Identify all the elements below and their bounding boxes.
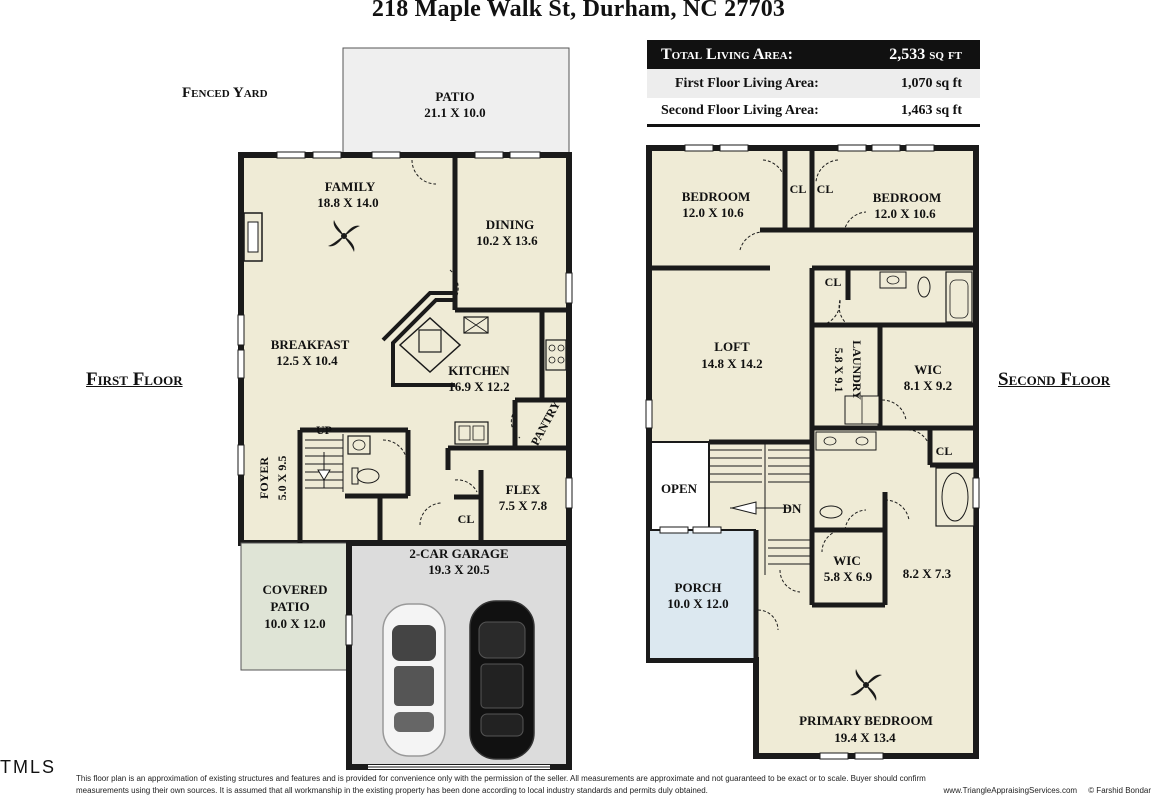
second-floor-area-row: Second Floor Living Area: 1,463 sq ft — [647, 98, 980, 127]
total-area-row: Total Living Area: 2,533 sq ft — [647, 40, 980, 69]
bedroom-b-size: 12.0 X 10.6 — [874, 206, 936, 221]
second-floor-area-label: Second Floor Living Area: — [661, 103, 819, 118]
family-size: 18.8 X 14.0 — [317, 195, 378, 210]
down-label: DN — [783, 501, 802, 516]
total-area-label: Total Living Area: — [661, 45, 793, 63]
patio-label: PATIO — [435, 89, 474, 104]
open-label: OPEN — [661, 481, 698, 496]
flex-size: 7.5 X 7.8 — [499, 498, 548, 513]
kitchen-label: KITCHEN — [448, 363, 510, 378]
garage-label: 2-CAR GARAGE — [409, 546, 508, 561]
patio-area — [342, 47, 570, 156]
foyer-label: FOYER — [257, 457, 271, 499]
breakfast-label: BREAKFAST — [271, 337, 350, 352]
car-white-icon — [382, 603, 446, 757]
disclaimer-footer: This floor plan is an approximation of e… — [76, 773, 1151, 797]
bedroom-b-label: BEDROOM — [873, 190, 942, 205]
loft-label: LOFT — [714, 339, 750, 354]
second-floor-area-value: 1,463 sq ft — [900, 103, 962, 118]
garage-size: 19.3 X 20.5 — [428, 562, 490, 577]
family-label: FAMILY — [325, 179, 376, 194]
foyer-size: 5.0 X 9.5 — [275, 456, 289, 501]
porch-label: PORCH — [675, 580, 722, 595]
wic-size: 8.1 X 9.2 — [904, 378, 952, 393]
total-area-value: 2,533 sq ft — [889, 45, 962, 63]
closet-c-label: CL — [825, 275, 842, 289]
website-link[interactable]: www.TriangleAppraisingServices.com — [943, 786, 1078, 795]
dining-label: DINING — [486, 217, 534, 232]
patio-size: 21.1 X 10.0 — [424, 105, 485, 120]
wic-label: WIC — [914, 362, 941, 377]
open-area — [650, 441, 710, 531]
primary-bedroom-size: 19.4 X 13.4 — [834, 730, 896, 745]
first-floor-area-row: First Floor Living Area: 1,070 sq ft — [647, 69, 980, 98]
kitchen-size: 16.9 X 12.2 — [448, 379, 509, 394]
disclaimer-line-2: measurements using their own sources. It… — [76, 786, 708, 795]
ceiling-fan-icon — [328, 220, 360, 252]
covered-patio-label-2: PATIO — [270, 599, 309, 614]
laundry-size: 5.8 X 9.1 — [832, 348, 846, 393]
wic2-label: WIC — [833, 553, 860, 568]
living-area-table: Total Living Area: 2,533 sq ft First Flo… — [647, 40, 980, 127]
first-floor-area-label: First Floor Living Area: — [675, 75, 819, 91]
closet-b-label: CL — [817, 182, 834, 196]
second-floor-plan: BEDROOM 12.0 X 10.6 BEDROOM 12.0 X 10.6 … — [645, 144, 980, 760]
closet-a-label: CL — [790, 182, 807, 196]
loft-size: 14.8 X 14.2 — [701, 356, 762, 371]
flex-label: FLEX — [506, 482, 541, 497]
disclaimer-line-1: This floor plan is an approximation of e… — [76, 774, 926, 783]
bedroom-a-size: 12.0 X 10.6 — [682, 205, 744, 220]
bedroom-a-label: BEDROOM — [682, 189, 751, 204]
closet-d-label: CL — [936, 444, 953, 458]
mls-watermark: TMLS — [0, 757, 57, 777]
porch-size: 10.0 X 12.0 — [667, 596, 728, 611]
first-floor-heading: First Floor — [86, 369, 183, 390]
first-floor-plan: PATIO 21.1 X 10.0 FAMILY 18.8 X 14.0 DIN… — [237, 47, 573, 770]
covered-patio-label-1: COVERED — [262, 582, 327, 597]
primary-bedroom-label: PRIMARY BEDROOM — [799, 713, 933, 728]
page-title: 218 Maple Walk St, Durham, NC 27703 — [371, 0, 786, 22]
credit-text: © Farshid Bondar — [1088, 786, 1151, 795]
first-floor-area-value: 1,070 sq ft — [900, 75, 962, 91]
laundry-label: LAUNDRY — [850, 340, 864, 400]
unnamed-room-size: 8.2 X 7.3 — [903, 566, 952, 581]
wic2-size: 5.8 X 6.9 — [824, 569, 873, 584]
first-closet-label: CL — [458, 512, 475, 526]
up-label: UP — [316, 423, 332, 437]
ceiling-fan-icon — [850, 669, 882, 701]
breakfast-size: 12.5 X 10.4 — [276, 353, 338, 368]
dining-size: 10.2 X 13.6 — [476, 233, 538, 248]
covered-patio-size: 10.0 X 12.0 — [264, 616, 325, 631]
second-floor-heading: Second Floor — [998, 369, 1111, 390]
fenced-yard-label: Fenced Yard — [182, 85, 268, 101]
car-black-icon — [469, 600, 535, 760]
